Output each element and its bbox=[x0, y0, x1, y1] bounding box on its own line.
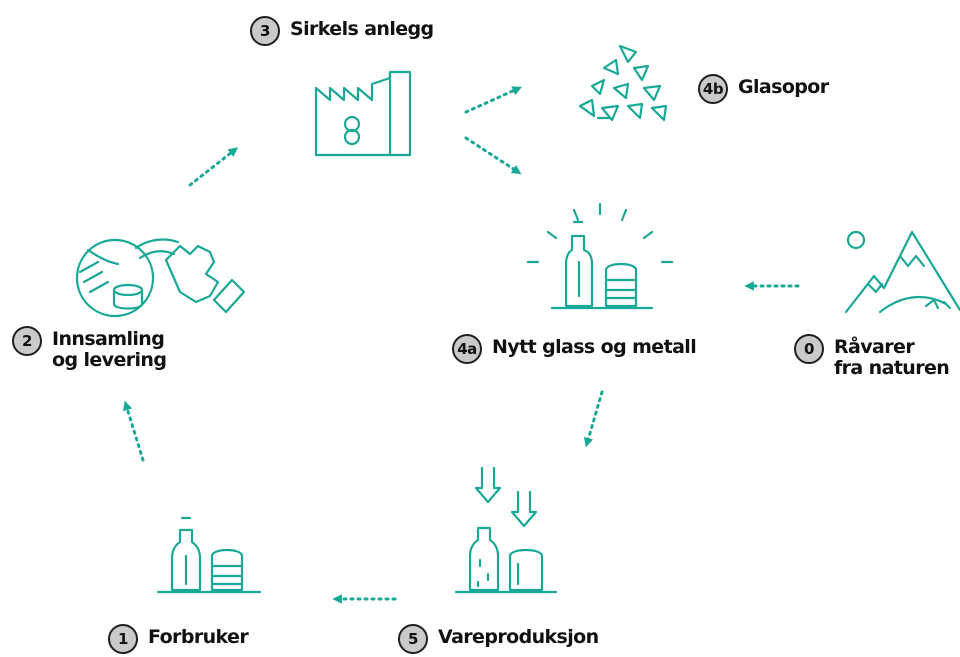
collection-bin-hand-icon bbox=[75, 238, 246, 318]
bottle-can-icon bbox=[156, 516, 262, 594]
step-title: Innsamling og levering bbox=[52, 328, 167, 371]
production-bottle-can-icon bbox=[454, 466, 558, 594]
mountains-icon bbox=[844, 230, 960, 314]
arrow-2-to-3 bbox=[188, 147, 239, 187]
step-number-badge: 0 bbox=[794, 334, 824, 364]
step-number-badge: 2 bbox=[12, 326, 42, 356]
step-number-badge: 1 bbox=[108, 624, 138, 654]
step-1-label: 1 Forbruker bbox=[108, 624, 249, 654]
factory-icon bbox=[314, 70, 412, 157]
glass-fragments-icon bbox=[578, 44, 668, 122]
arrow-3-to-4a bbox=[464, 136, 522, 175]
step-title: Forbruker bbox=[148, 626, 249, 648]
step-number-badge: 3 bbox=[250, 16, 280, 46]
step-title: Glasopor bbox=[738, 76, 829, 98]
step-2-label: 2 Innsamling og levering bbox=[12, 326, 167, 371]
step-3-label: 3 Sirkels anlegg bbox=[250, 16, 434, 46]
step-4a-label: 4a Nytt glass og metall bbox=[452, 334, 697, 364]
arrow-4a-to-5 bbox=[583, 390, 604, 448]
arrow-3-to-4b bbox=[464, 86, 523, 114]
step-4b-label: 4b Glasopor bbox=[698, 74, 829, 104]
arrow-1-to-2 bbox=[122, 400, 145, 462]
step-title: Sirkels anlegg bbox=[290, 18, 434, 40]
step-0-label: 0 Råvarer fra naturen bbox=[794, 334, 950, 379]
step-number-badge: 4b bbox=[698, 74, 728, 104]
step-title: Råvarer fra naturen bbox=[834, 336, 950, 379]
step-number-badge: 5 bbox=[398, 624, 428, 654]
step-title: Vareproduksjon bbox=[438, 626, 599, 648]
step-title: Nytt glass og metall bbox=[492, 336, 697, 358]
step-number-badge: 4a bbox=[452, 334, 482, 364]
new-bottle-can-icon bbox=[526, 202, 674, 310]
step-5-label: 5 Vareproduksjon bbox=[398, 624, 599, 654]
